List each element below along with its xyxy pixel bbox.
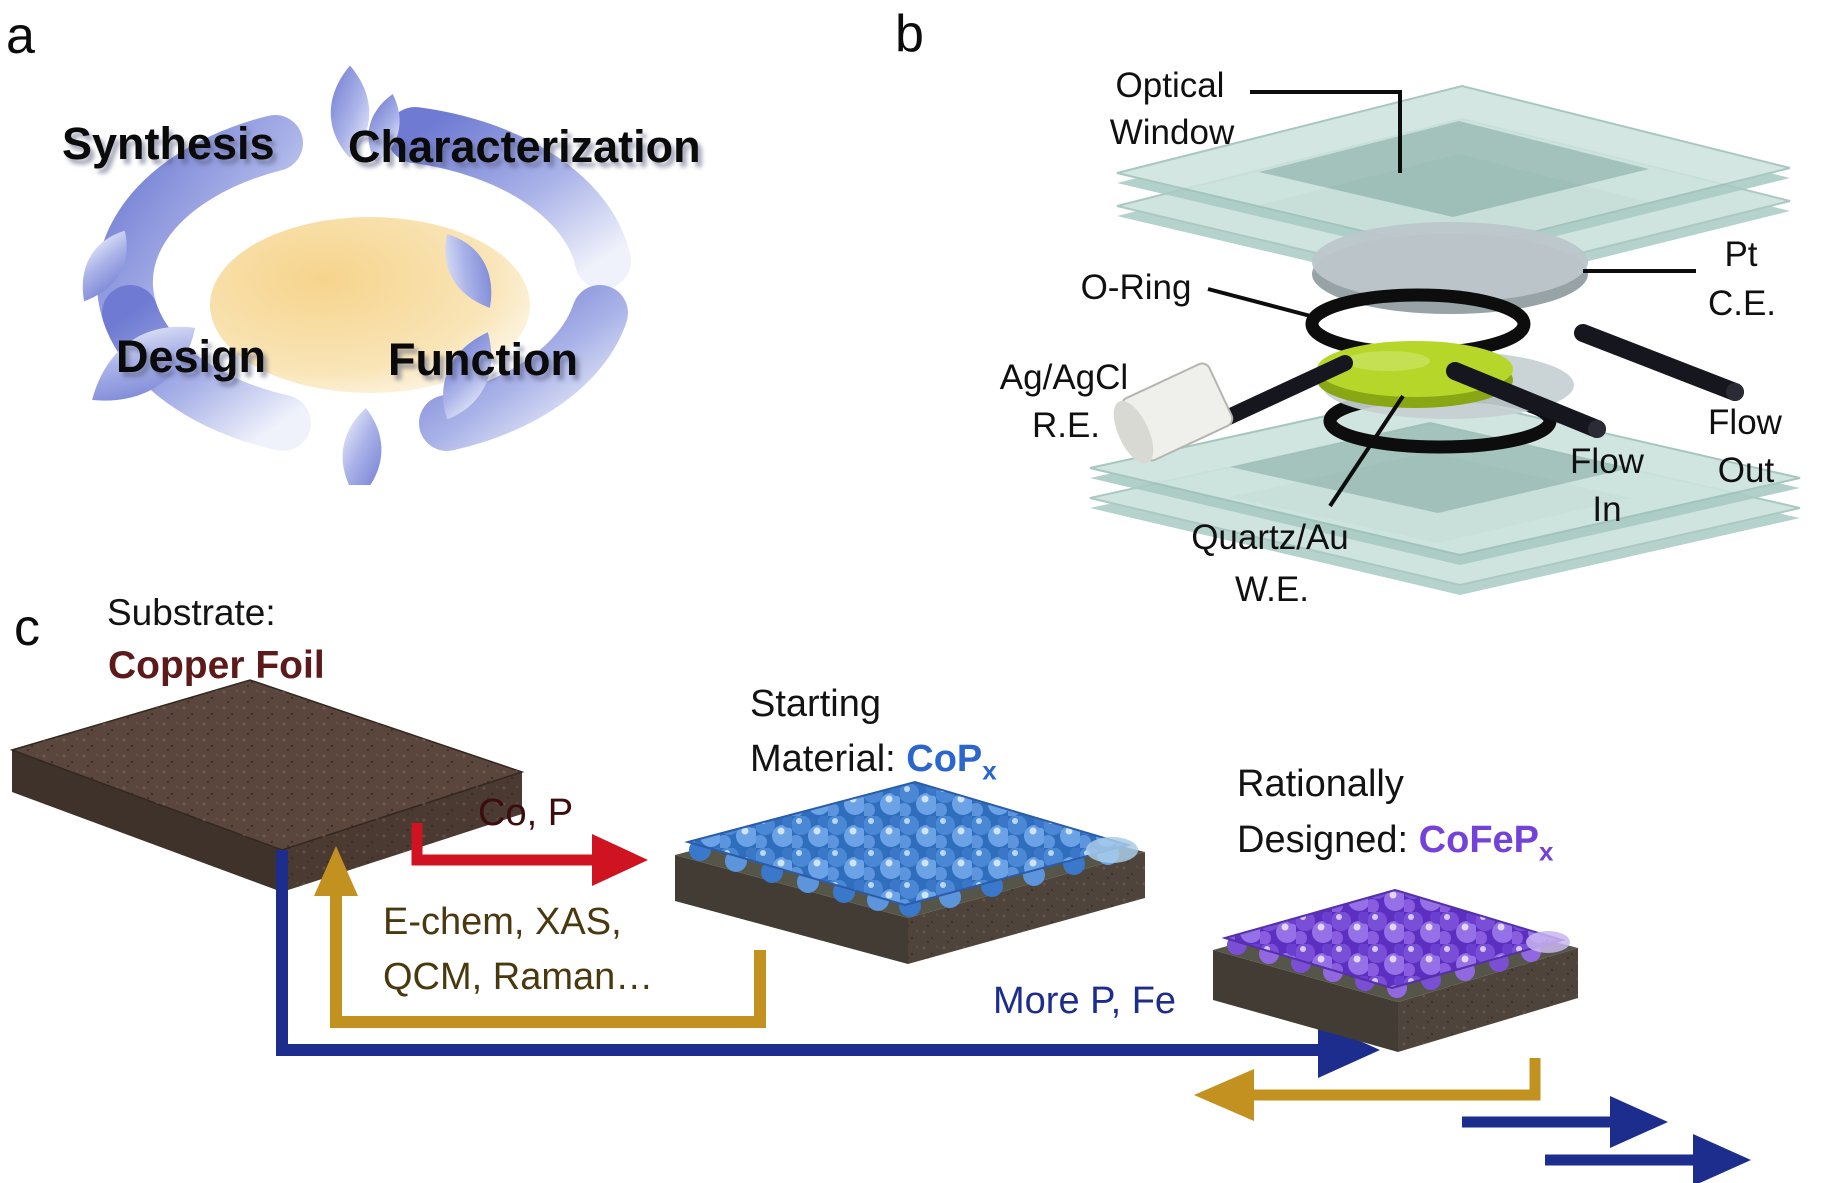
deposition-arrow-icon bbox=[411, 823, 648, 886]
starting-material-line1: Starting bbox=[750, 683, 881, 725]
conversion-arrow-label: More P, Fe bbox=[993, 980, 1177, 1022]
feedback-arrow-icon bbox=[314, 846, 766, 1028]
characterization-methods-line2: QCM, Raman… bbox=[383, 956, 654, 998]
designed-prefix: Designed: bbox=[1237, 819, 1419, 861]
flow-in-tube-icon bbox=[1446, 362, 1606, 438]
reference-electrode-icon bbox=[1113, 355, 1353, 464]
substrate-title: Substrate: bbox=[107, 592, 276, 633]
annotation-lines-icon bbox=[1207, 90, 1696, 508]
characterization-methods-line1: E-chem, XAS, bbox=[383, 901, 622, 943]
cop-sample-slab-icon bbox=[675, 780, 1145, 964]
starting-material-line2: Material: CoPx bbox=[750, 738, 997, 786]
quartz-au-we-label-1: Quartz/Au bbox=[1191, 518, 1349, 557]
optical-window-plates-icon bbox=[1116, 84, 1791, 295]
cop-formula-subscript: x bbox=[982, 755, 997, 786]
ag-agcl-label-2: R.E. bbox=[1032, 406, 1100, 445]
cofep-formula: CoFeP bbox=[1418, 819, 1540, 861]
flow-in-label-2: In bbox=[1592, 490, 1621, 529]
cycle-arc-top-right-icon bbox=[387, 107, 631, 289]
cycle-arc-ring-icon bbox=[96, 107, 631, 451]
forward-arrow-1-icon bbox=[1462, 1096, 1668, 1148]
flow-cell-schematic: Optical Window O-Ring Pt C.E. Ag/AgCl R.… bbox=[1000, 66, 1801, 609]
conversion-arrow-icon bbox=[276, 850, 1380, 1078]
flow-out-tube-icon bbox=[1574, 324, 1744, 401]
synthesis-process-graphics bbox=[9, 679, 1751, 1183]
cycle-arc-bottom-right-icon bbox=[419, 285, 628, 451]
panel-a-label: a bbox=[6, 7, 35, 65]
cofep-formula-subscript: x bbox=[1539, 836, 1554, 867]
flow-in-label-1: Flow bbox=[1570, 442, 1645, 481]
panel-c-label: c bbox=[14, 599, 40, 657]
cycle-label-characterization: Characterization bbox=[348, 121, 701, 172]
flow-in-tube-end-icon bbox=[1588, 420, 1606, 438]
cycle-arc-bottom-left-icon bbox=[102, 285, 311, 451]
cycle-label-design: Design bbox=[116, 331, 267, 382]
flow-out-tube-end-icon bbox=[1726, 383, 1744, 401]
optical-window-label-1: Optical bbox=[1116, 66, 1225, 105]
cop-film-icon bbox=[684, 780, 1138, 917]
deposition-arrow-label: Co, P bbox=[478, 792, 574, 834]
cycle-label-synthesis: Synthesis bbox=[62, 118, 275, 169]
forward-arrow-2-icon bbox=[1545, 1134, 1751, 1183]
designed-line2: Designed: CoFePx bbox=[1237, 819, 1554, 867]
flow-tubes-icon bbox=[1446, 324, 1744, 438]
cofep-film-icon bbox=[1221, 888, 1570, 998]
ag-agcl-label-1: Ag/AgCl bbox=[1000, 358, 1128, 397]
cofep-sample-slab-icon bbox=[1213, 888, 1578, 1052]
quartz-au-we-label-2: W.E. bbox=[1235, 570, 1309, 609]
panel-b-label: b bbox=[895, 5, 924, 63]
designed-line1: Rationally bbox=[1237, 763, 1404, 805]
pt-ce-label-2: C.E. bbox=[1708, 284, 1776, 323]
cop-formula: CoP bbox=[906, 738, 983, 780]
optical-window-label-2: Window bbox=[1110, 113, 1235, 152]
bottom-cell-plates-icon bbox=[1089, 391, 1801, 595]
starting-material-prefix: Material: bbox=[750, 738, 907, 780]
o-ring-label: O-Ring bbox=[1081, 268, 1192, 307]
cycle-label-function: Function bbox=[388, 334, 578, 385]
iterate-back-arrow-icon bbox=[1194, 1058, 1541, 1121]
substrate-name: Copper Foil bbox=[108, 644, 325, 687]
design-cycle-diagram bbox=[69, 65, 631, 485]
flow-out-label-1: Flow bbox=[1708, 403, 1783, 442]
pt-ce-label-1: Pt bbox=[1724, 235, 1757, 274]
flow-out-label-2: Out bbox=[1718, 451, 1775, 490]
